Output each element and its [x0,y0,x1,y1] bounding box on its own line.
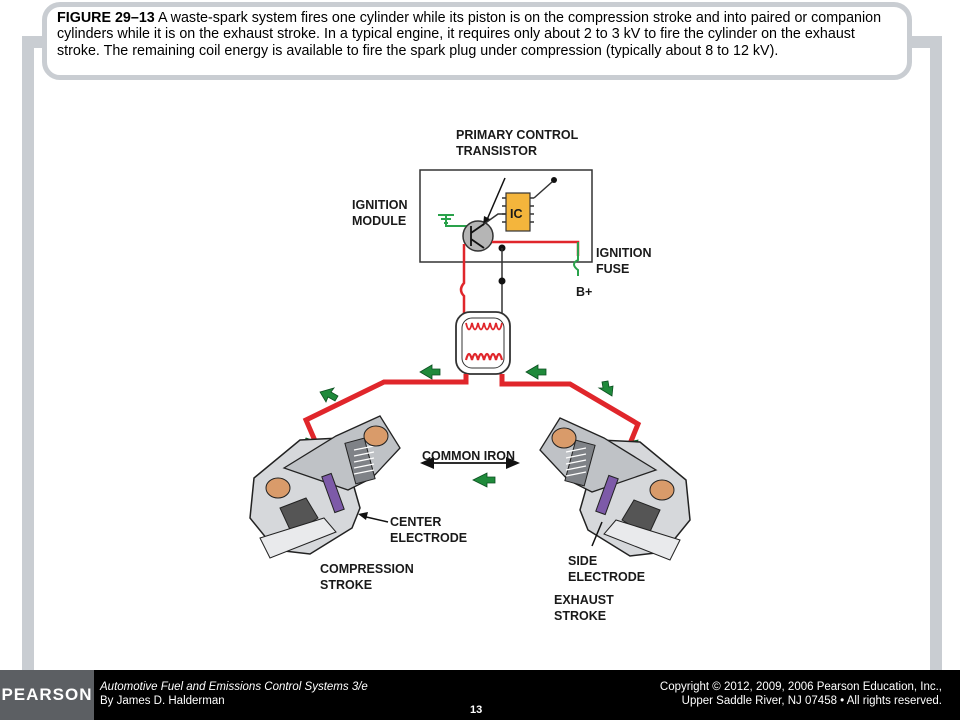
slide-frame-right [930,36,942,670]
copyright-line-1: Copyright © 2012, 2009, 2006 Pearson Edu… [659,681,942,693]
primary-control-label-1: PRIMARY CONTROL [456,128,579,142]
ignition-coil-icon [455,311,511,375]
book-info: Automotive Fuel and Emissions Control Sy… [100,680,368,708]
exhaust-stroke-label-2: STROKE [554,609,606,623]
copyright-line-2: Upper Saddle River, NJ 07458 • All right… [681,695,942,707]
ignition-fuse-icon [573,242,579,276]
primary-control-label-2: TRANSISTOR [456,144,537,158]
waste-spark-diagram: IC [249,128,691,623]
common-iron-arrow [420,457,520,469]
ignition-fuse-label-2: FUSE [596,262,629,276]
side-electrode-label-2: ELECTRODE [568,570,645,584]
slide-frame-left [22,36,34,670]
side-electrode-label-1: SIDE [568,554,597,568]
ground-icon [438,214,472,227]
caption-text: A waste-spark system fires one cylinder … [57,10,882,59]
center-electrode-label-1: CENTER [390,515,441,529]
ignition-fuse-label-1: IGNITION [596,246,652,260]
exhaust-cylinder-icon [539,417,691,561]
transistor-icon [462,177,506,252]
figure-caption: FIGURE 29–13 A waste-spark system fires … [57,10,897,59]
ignition-module-label-1: IGNITION [352,198,408,212]
pearson-logo: PEARSON [0,670,94,720]
figure-label: FIGURE 29–13 [57,10,155,26]
page-number: 13 [470,704,483,716]
center-electrode-label-2: ELECTRODE [390,531,467,545]
book-title: Automotive Fuel and Emissions Control Sy… [100,681,368,693]
compression-cylinder-icon [249,415,401,559]
copyright: Copyright © 2012, 2009, 2006 Pearson Edu… [660,680,942,708]
ic-chip-icon [502,177,557,232]
side-electrode-pointer [591,521,603,547]
slide-footer: PEARSON Automotive Fuel and Emissions Co… [0,670,960,720]
b-plus-label: B+ [576,285,592,299]
ic-label: IC [510,207,523,221]
caption-box: FIGURE 29–13 A waste-spark system fires … [42,2,912,80]
compression-stroke-label-1: COMPRESSION [320,562,414,576]
exhaust-stroke-label-1: EXHAUST [554,593,614,607]
ignition-module-label-2: MODULE [352,214,406,228]
book-author: By James D. Halderman [100,695,225,707]
common-iron-label: COMMON IRON [422,449,515,463]
compression-stroke-label-2: STROKE [320,578,372,592]
